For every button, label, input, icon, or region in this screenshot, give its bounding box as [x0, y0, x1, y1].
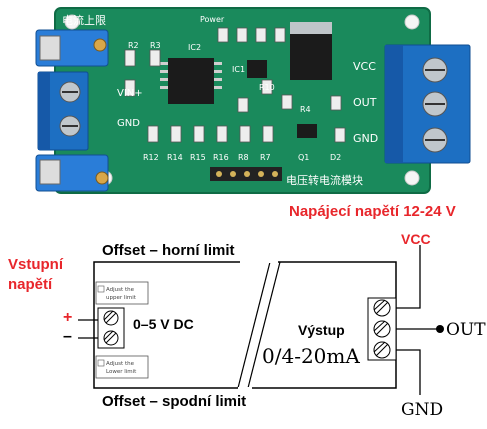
supply-label: Napájecí napětí 12-24 V [289, 203, 456, 220]
input-screws [97, 307, 125, 349]
wire-gnd [396, 349, 421, 395]
trim-upper-box [95, 281, 149, 305]
pcb-illustration: 电流上限 Power IC2 IC1 R2 R3 R10 R4 VIN+ GND… [35, 7, 471, 194]
minus-sign: – [63, 328, 72, 345]
silk-ic1: IC1 [232, 65, 245, 74]
output-range: 0/4-20mA [262, 344, 360, 368]
trim-lower-text-1: Adjust the [106, 361, 135, 367]
silk-top-cn: 电流上限 [62, 13, 106, 27]
q1-transistor [297, 124, 317, 138]
silk-r2: R2 [128, 41, 139, 50]
silk-ic2: IC2 [188, 43, 201, 52]
out-node [436, 325, 444, 333]
offset-upper-label: Offset – horní limit [102, 242, 235, 259]
voltage-regulator [290, 32, 332, 80]
silk-r3: R3 [150, 41, 161, 50]
input-label-2: napětí [8, 276, 53, 293]
mount-hole [404, 14, 420, 30]
pcb-photo: 电流上限 Power IC2 IC1 R2 R3 R10 R4 VIN+ GND… [0, 0, 487, 200]
input-range: 0–5 V DC [133, 316, 194, 332]
cut-line [247, 261, 281, 389]
silk-bottom-cn: 电压转电流模块 [286, 173, 363, 187]
mount-hole [64, 14, 80, 30]
cut-line [237, 261, 271, 389]
trim-lower-text-2: Lower limit [106, 369, 137, 375]
silk-res-2: R15 [190, 153, 206, 162]
silk-res-4: R8 [238, 153, 249, 162]
ic1-chip [247, 60, 267, 78]
silk-gnd-right: GND [353, 132, 378, 145]
silk-vcc: VCC [353, 60, 376, 73]
gnd-label: GND [401, 400, 444, 420]
ic2-chip [168, 58, 214, 104]
offset-lower-label: Offset – spodní limit [102, 393, 247, 410]
out-label: OUT [446, 320, 486, 340]
silk-out: OUT [353, 96, 377, 109]
silk-vin-plus: VIN+ [117, 88, 143, 99]
silk-r10: R10 [259, 83, 275, 92]
wiring-diagram: Adjust the upper limit Adjust the Lower … [78, 245, 444, 395]
mount-hole [404, 170, 420, 186]
wire-vcc [396, 245, 421, 309]
vcc-label: VCC [401, 231, 431, 247]
silk-res-3: R16 [213, 153, 229, 162]
input-label-1: Vstupní [8, 256, 63, 273]
silk-gnd-left: GND [117, 118, 140, 129]
plus-sign: + [63, 309, 73, 326]
output-screws [367, 297, 397, 361]
silk-power: Power [200, 15, 225, 24]
silk-res-1: R14 [167, 153, 183, 162]
trim-lower-box [95, 355, 149, 379]
silk-r4: R4 [300, 105, 311, 114]
output-title: Výstup [298, 322, 345, 338]
silk-res-5: R7 [260, 153, 271, 162]
silk-d2: D2 [330, 153, 341, 162]
silk-q1: Q1 [298, 153, 309, 162]
trim-upper-text-2: upper limit [106, 295, 137, 301]
silk-res-0: R12 [143, 153, 159, 162]
trim-upper-text-1: Adjust the [106, 287, 135, 293]
